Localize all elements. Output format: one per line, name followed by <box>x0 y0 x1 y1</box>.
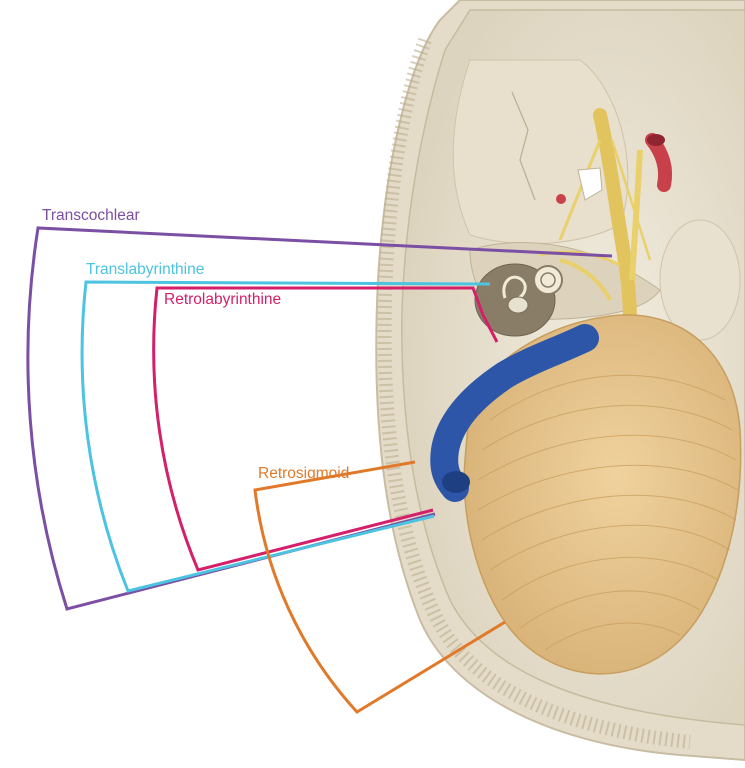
sigmoid-sinus-shape <box>430 324 599 502</box>
retrosigmoid-label: Retrosigmoid <box>258 465 350 482</box>
bone-crack <box>511 91 536 201</box>
transcochlear-label: Transcochlear <box>42 207 140 224</box>
cerebellar-folia <box>477 374 739 651</box>
vestibule <box>507 296 529 314</box>
transcochlear-approach-outline <box>26 226 613 611</box>
retrosigmoid-outline <box>253 460 506 714</box>
cochlea-inner <box>540 272 556 288</box>
retrolabyrinthine-approach-outline <box>152 286 499 572</box>
cochlea <box>533 265 563 295</box>
clivus-area <box>659 219 741 341</box>
retrosigmoid-approach-outline <box>253 460 506 714</box>
retrolabyrinthine-label: Retrolabyrinthine <box>164 291 282 308</box>
transcochlear-outline <box>26 226 613 611</box>
inner-ear-region <box>474 263 563 337</box>
carotid-artery-shape <box>556 133 672 204</box>
retrolabyrinthine-outline <box>152 286 499 572</box>
cerebellum-shape <box>463 314 742 675</box>
translabyrinthine-outline <box>80 280 491 593</box>
translabyrinthine-label: Translabyrinthine <box>86 261 205 278</box>
foramen-white <box>577 167 603 201</box>
translabyrinthine-approach-outline <box>80 280 491 593</box>
